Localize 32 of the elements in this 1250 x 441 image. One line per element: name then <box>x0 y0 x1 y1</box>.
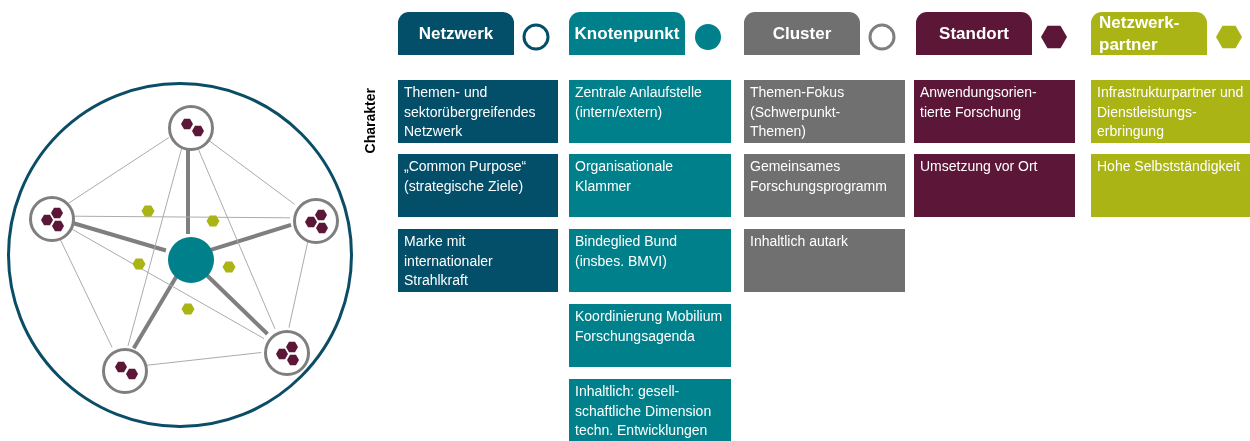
category-tab: Netzwerk <box>398 12 514 55</box>
description-card: Koordinierung Mobilium Forschungsagenda <box>569 304 731 367</box>
cluster-circle <box>29 196 75 242</box>
hub-circle <box>168 237 214 283</box>
description-card: Umsetzung vor Ort <box>914 154 1075 217</box>
category-tab: Knotenpunkt <box>569 12 685 55</box>
category-tab: Netzwerk- partner <box>1091 12 1207 55</box>
description-card: Zentrale Anlaufstelle (intern/extern) <box>569 80 731 143</box>
description-card: Inhaltlich: gesell- schaftliche Dimension techn. Entwicklungen <box>569 379 731 441</box>
description-card: Anwendungsorien- tierte Forschung <box>914 80 1075 143</box>
connection-line <box>67 137 170 204</box>
description-card: Marke mit internationaler Strahlkraft <box>398 229 558 292</box>
category-tab: Standort <box>916 12 1032 55</box>
description-card: Themen- und sektorübergreifendes Netzwerk <box>398 80 558 143</box>
cluster-circle <box>264 330 310 376</box>
connection-line <box>132 275 178 350</box>
cluster-circle <box>168 105 214 151</box>
cluster-circle <box>102 348 148 394</box>
description-card: Infrastrukturpartner und Dienstleistungs- erbringung <box>1091 80 1250 143</box>
description-card: Gemeinsames Forschungsprogramm <box>744 154 905 217</box>
category-tab: Cluster <box>744 12 860 55</box>
description-card: Hohe Selbstständigkeit <box>1091 154 1250 217</box>
connection-line <box>186 148 190 234</box>
description-card: Bindeglied Bund (insbes. BMVI) <box>569 229 731 292</box>
description-card: Organisationale Klammer <box>569 154 731 217</box>
connection-line <box>209 222 292 253</box>
description-card: Inhaltlich autark <box>744 229 905 292</box>
cluster-circle <box>293 198 339 244</box>
network-circle <box>7 82 353 428</box>
description-card: Themen-Fokus (Schwerpunkt- Themen) <box>744 80 905 143</box>
row-label: Charakter <box>362 88 378 154</box>
description-card: „Common Purpose“ (strategische Ziele) <box>398 154 558 217</box>
